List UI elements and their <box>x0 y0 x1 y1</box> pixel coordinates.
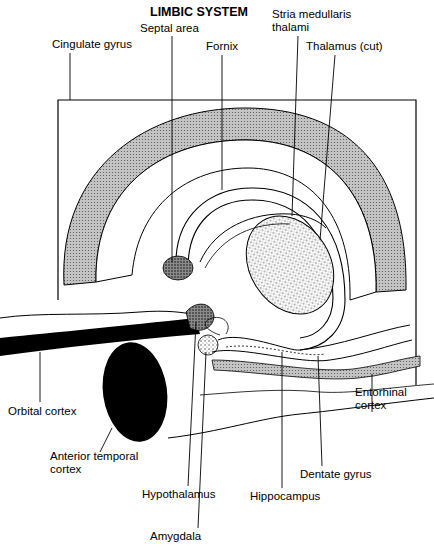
leader-line <box>100 428 112 452</box>
leader-line <box>198 352 206 528</box>
leader-line <box>172 36 173 262</box>
leader-line <box>318 356 322 466</box>
leader-line <box>188 322 196 486</box>
part-label: Dentate gyrus <box>300 468 372 481</box>
leader-line <box>292 36 298 216</box>
cortex-outline <box>168 398 434 438</box>
hippocampus <box>205 317 228 335</box>
part-label: Fornix <box>206 40 238 53</box>
stria-medullaris <box>200 214 326 262</box>
thalamus <box>229 200 352 331</box>
amygdala <box>198 335 218 355</box>
part-label: Cingulate gyrus <box>52 38 132 51</box>
leader-line <box>40 352 41 402</box>
part-label: Thalamus (cut) <box>306 40 383 53</box>
leader-line <box>320 55 335 240</box>
stria-medullaris <box>205 224 290 268</box>
part-label: Amygdala <box>150 530 201 543</box>
anterior-temporal-cortex <box>96 338 173 446</box>
orbital-cortex <box>0 318 200 356</box>
part-label: Hippocampus <box>250 490 320 503</box>
leader-lines <box>40 36 372 528</box>
part-label: Septal area <box>140 22 199 35</box>
part-label: Hypothalamus <box>142 488 216 501</box>
septal-area <box>163 256 193 280</box>
part-label: Anterior temporal cortex <box>50 450 146 476</box>
part-label: Stria medullaris thalami <box>272 8 362 34</box>
cortex-outline <box>0 311 200 318</box>
part-label: Orbital cortex <box>8 405 76 418</box>
part-label: Entorhinal cortex <box>355 386 417 412</box>
leader-line <box>282 352 283 488</box>
leader-line <box>70 53 71 100</box>
hypothalamus <box>186 304 214 330</box>
dentate-gyrus <box>226 346 325 355</box>
entorhinal-cortex <box>212 356 420 379</box>
diagram-title: LIMBIC SYSTEM <box>150 5 248 19</box>
leader-line <box>222 55 223 190</box>
hippocampus <box>212 340 412 361</box>
